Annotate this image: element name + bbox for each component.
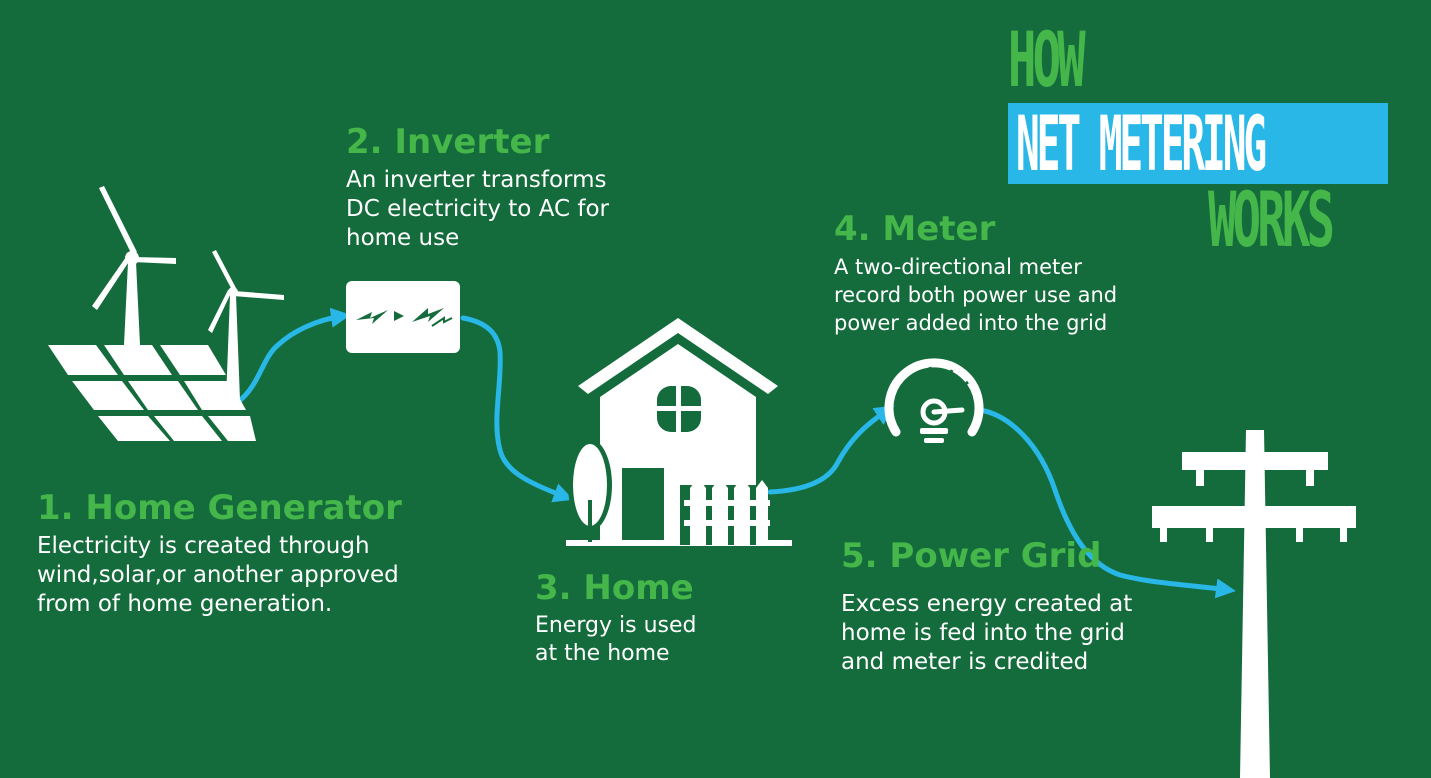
title-net-metering: NET METERING — [1016, 103, 1267, 184]
step-title: 5. Power Grid — [841, 536, 1102, 576]
arrow-generator-to-inverter — [235, 307, 351, 405]
title-how: HOW — [1008, 15, 1086, 104]
arrow-meter-to-grid — [977, 407, 1236, 599]
step-power-grid: 5. Power Grid Excess energy created at h… — [841, 536, 1132, 677]
step-home: 3. Home Energy is used at the home — [535, 568, 697, 668]
step-title: 4. Meter — [834, 209, 996, 249]
ac-bolt-symbol — [412, 308, 444, 322]
step-description: Electricity is created through wind,sola… — [37, 533, 399, 617]
inverter-icon — [346, 281, 460, 353]
roof — [578, 318, 778, 394]
arrow-inverter-to-home — [460, 315, 574, 503]
meter-icon — [884, 358, 984, 443]
step-title: 1. Home Generator — [37, 488, 402, 528]
power-pole-icon — [1152, 430, 1356, 778]
arrow-home-to-meter — [767, 405, 895, 495]
wind-solar-icon — [48, 186, 284, 441]
step-title: 3. Home — [535, 568, 694, 608]
tree — [568, 439, 612, 542]
step-meter: 4. Meter A two-directional meter record … — [834, 209, 1117, 337]
title-works: WORKS — [1208, 175, 1335, 264]
step-inverter: 2. Inverter An inverter transforms DC el… — [346, 122, 609, 253]
dc-bolt-symbol — [356, 310, 388, 324]
door — [622, 468, 664, 540]
direction-arrow — [394, 311, 404, 321]
step-description: A two-directional meter record both powe… — [834, 255, 1118, 335]
flow-arrows — [235, 307, 1236, 599]
title-highlight-box: NET METERING — [1008, 103, 1388, 184]
fence — [680, 478, 770, 545]
step-description: Energy is used at the home — [535, 613, 697, 666]
step-title: 2. Inverter — [346, 122, 550, 162]
step-home-generator: 1. Home Generator Electricity is created… — [37, 488, 402, 619]
step-description: An inverter transforms DC electricity to… — [346, 167, 609, 251]
ground-line — [566, 540, 792, 546]
house-icon — [566, 318, 792, 546]
step-description: Excess energy created at home is fed int… — [841, 591, 1133, 675]
